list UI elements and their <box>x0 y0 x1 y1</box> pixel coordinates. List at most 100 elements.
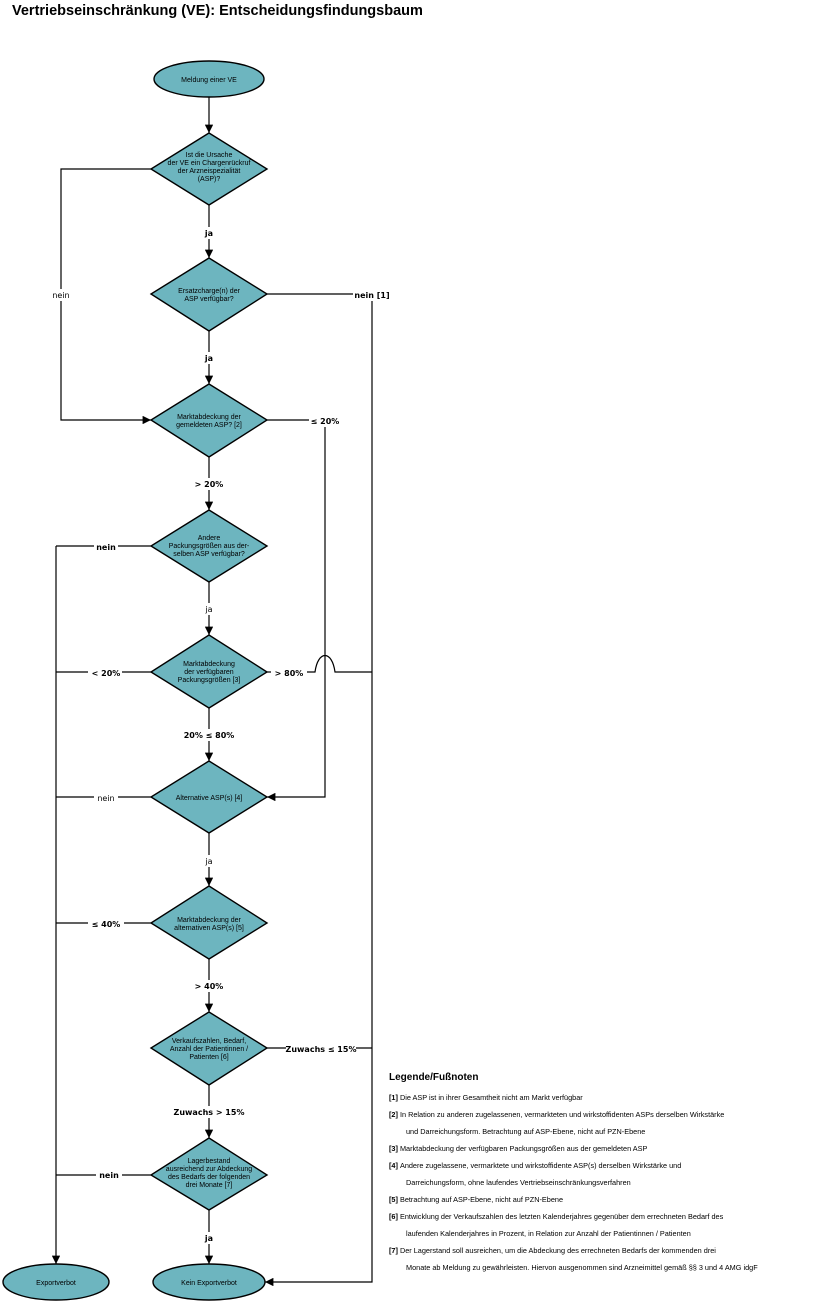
label-d9-yes: ja <box>204 1234 213 1243</box>
legend-item: [1] Die ASP ist in ihrer Gesamtheit nich… <box>389 1089 819 1106</box>
label-d8-high: Zuwachs > 15% <box>174 1108 245 1117</box>
legend-item-line: Monate ab Meldung zu gewährleisten. Hier… <box>406 1263 758 1272</box>
label-d1-no: nein <box>52 291 69 300</box>
legend-item: [3] Marktabdeckung der verfügbaren Packu… <box>389 1140 819 1157</box>
start-node-label: Meldung einer VE <box>181 77 237 84</box>
edge-labels: ja nein nein [1] ja ≤ 20% > 20% nein ja … <box>48 227 391 1244</box>
node-label-line: ausreichend zur Abdeckung <box>166 1166 252 1173</box>
node-label-line: Packungsgrößen [3] <box>178 677 241 684</box>
node-label-line: Kein Exportverbot <box>181 1280 237 1287</box>
node-label-line: Marktabdeckung der <box>177 917 241 924</box>
legend-item: [7] Der Lagerstand soll ausreichen, um d… <box>389 1242 819 1276</box>
label-d6-yes: ja <box>204 857 212 866</box>
legend-item-line: [6] Entwicklung der Verkaufszahlen des l… <box>389 1208 819 1225</box>
legend-item-line: [1] Die ASP ist in ihrer Gesamtheit nich… <box>389 1089 819 1106</box>
node-label-line: Marktabdeckung <box>183 661 235 668</box>
node-label-line: der Arzneispezialität <box>178 168 241 175</box>
node-label-line: gemeldeten ASP? [2] <box>176 422 242 429</box>
end-exportverbot: Exportverbot <box>2 1263 110 1301</box>
node-label-line: (ASP)? <box>198 176 221 183</box>
node-label-line: Lagerbestand <box>188 1158 231 1165</box>
page-title: Vertriebseinschränkung (VE): Entscheidun… <box>12 3 423 19</box>
label-d7-low: ≤ 40% <box>92 920 121 929</box>
end-kein-exportverbot-label: Kein Exportverbot <box>181 1280 237 1287</box>
label-d8-low: Zuwachs ≤ 15% <box>286 1045 357 1054</box>
label-d3-high: > 20% <box>195 480 224 489</box>
label-d1-yes: ja <box>204 229 213 238</box>
label-d7-high: > 40% <box>195 982 224 991</box>
start-node: Meldung einer VE <box>153 60 265 98</box>
legend-item: [2] In Relation zu anderen zugelassenen,… <box>389 1106 819 1140</box>
legend-item-line: [7] Der Lagerstand soll ausreichen, um d… <box>389 1242 819 1259</box>
label-d2-no: nein [1] <box>354 291 389 300</box>
edge-d2-no <box>265 293 373 1287</box>
label-d9-no: nein <box>99 1171 119 1180</box>
legend: Legende/Fußnoten [1] Die ASP ist in ihre… <box>389 1072 819 1276</box>
label-d2-yes: ja <box>204 354 213 363</box>
node-label-line: Anzahl der Patientinnen / <box>170 1046 248 1053</box>
node-label-line: Meldung einer VE <box>181 77 237 84</box>
label-d5-low: < 20% <box>92 669 121 678</box>
legend-item-key: [5] <box>389 1195 400 1204</box>
node-label-line: Marktabdeckung der <box>177 414 241 421</box>
legend-item: [5] Betrachtung auf ASP-Ebene, nicht auf… <box>389 1191 819 1208</box>
end-kein-exportverbot: Kein Exportverbot <box>152 1263 266 1301</box>
node-label-line: ASP verfügbar? <box>184 296 233 303</box>
label-d6-no: nein <box>97 794 114 803</box>
legend-item-text: Der Lagerstand soll ausreichen, um die A… <box>399 1246 716 1255</box>
legend-title: Legende/Fußnoten <box>389 1072 479 1083</box>
node-label-line: der VE ein Chargenrückruf <box>168 160 251 167</box>
node-label-line: Ist die Ursache <box>186 152 233 159</box>
edge-d5-high <box>267 654 372 673</box>
edge-d3-low <box>267 419 326 802</box>
label-d5-high: > 80% <box>275 669 304 678</box>
node-label-line: Andere <box>198 535 221 542</box>
node-label-line: Ersatzcharge(n) der <box>178 288 241 295</box>
legend-item-text: Entwicklung der Verkaufszahlen des letzt… <box>399 1212 724 1221</box>
node-label-line: drei Monate [7] <box>186 1182 233 1189</box>
label-d4-no: nein <box>96 543 116 552</box>
legend-item-line: [5] Betrachtung auf ASP-Ebene, nicht auf… <box>389 1191 819 1208</box>
legend-item-text: Marktabdeckung der verfügbaren Packungsg… <box>399 1144 648 1153</box>
legend-item-text: Betrachtung auf ASP-Ebene, nicht auf PZN… <box>399 1195 564 1204</box>
legend-item-key: [1] <box>389 1093 400 1102</box>
legend-item-key: [6] <box>389 1212 400 1221</box>
legend-item-key: [4] <box>389 1161 400 1170</box>
node-label-line: selben ASP verfügbar? <box>173 551 245 558</box>
node-label-line: Exportverbot <box>36 1280 76 1287</box>
label-d3-low: ≤ 20% <box>311 417 340 426</box>
legend-item: [4] Andere zugelassene, vermarktete und … <box>389 1157 819 1191</box>
legend-item-line: [3] Marktabdeckung der verfügbaren Packu… <box>389 1140 819 1157</box>
decision-alternative-asp-label: Alternative ASP(s) [4] <box>176 795 243 802</box>
node-label-line: Packungsgrößen aus der- <box>169 543 250 550</box>
legend-item-line: laufenden Kalenderjahres in Prozent, in … <box>406 1229 691 1238</box>
decision-verkaufszahlen-label: Verkaufszahlen, Bedarf,Anzahl der Patien… <box>170 1038 248 1061</box>
label-d5-mid: 20% ≤ 80% <box>184 731 235 740</box>
legend-item-text: Andere zugelassene, vermarktete und wirk… <box>399 1161 682 1170</box>
legend-item-key: [2] <box>389 1110 400 1119</box>
node-label-line: Alternative ASP(s) [4] <box>176 795 243 802</box>
edge-d1-no <box>60 168 151 425</box>
label-d4-yes: ja <box>204 605 212 614</box>
legend-item-text: In Relation zu anderen zugelassenen, ver… <box>399 1110 725 1119</box>
legend-item-text: Die ASP ist in ihrer Gesamtheit nicht am… <box>399 1093 583 1102</box>
node-label-line: des Bedarfs der folgenden <box>168 1174 250 1181</box>
node-label-line: der verfügbaren <box>184 669 234 676</box>
node-label-line: alternativen ASP(s) [5] <box>174 925 244 932</box>
node-label-line: Verkaufszahlen, Bedarf, <box>172 1038 246 1045</box>
legend-items: [1] Die ASP ist in ihrer Gesamtheit nich… <box>389 1089 819 1276</box>
decision-alternative-asp: Alternative ASP(s) [4] <box>149 760 269 834</box>
legend-item-line: Darreichungsform, ohne laufendes Vertrie… <box>406 1178 631 1187</box>
legend-item-key: [3] <box>389 1144 400 1153</box>
legend-item-line: [4] Andere zugelassene, vermarktete und … <box>389 1157 819 1174</box>
